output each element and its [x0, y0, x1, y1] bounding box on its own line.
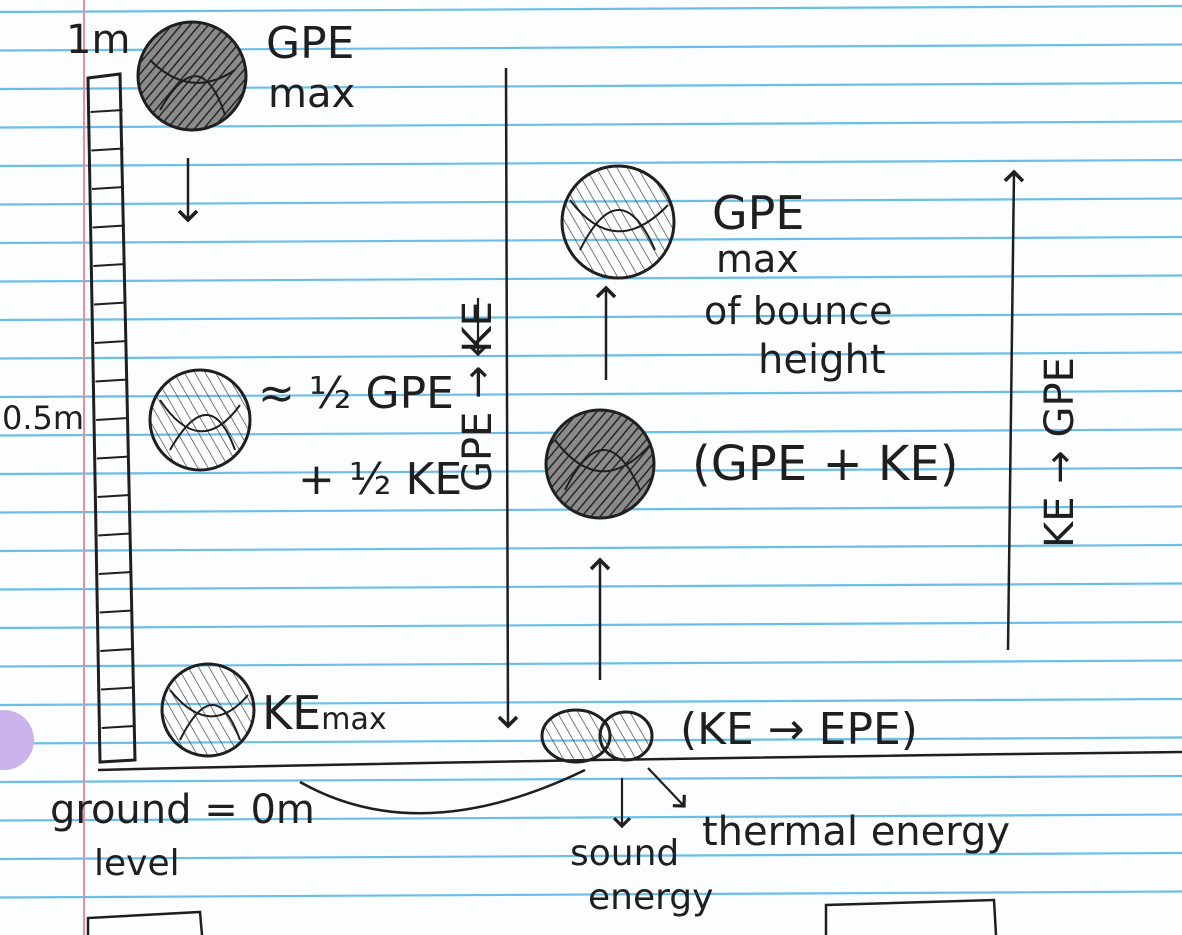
- sound-sub-label: energy: [588, 877, 714, 918]
- ball-icon: [160, 662, 256, 758]
- page-sketch: [86, 910, 204, 935]
- ruler-tick: [91, 186, 125, 190]
- mid-ball-label-b: + ½ KE: [298, 454, 463, 505]
- ball-icon: [544, 408, 656, 520]
- ruler-tick: [94, 340, 128, 344]
- ruler-tick: [101, 725, 135, 729]
- ruler-tick: [98, 571, 132, 575]
- bounce-mid-label: (GPE + KE): [692, 436, 959, 492]
- bounce-top-label: GPE: [712, 186, 805, 240]
- ruled-line: [0, 4, 1182, 14]
- height-mid-label: 0.5m: [2, 399, 85, 437]
- ruler-tick: [98, 532, 131, 537]
- ground-sub-label: level: [94, 843, 180, 884]
- fall-arrow-label: GPE → KE: [455, 301, 501, 492]
- ball-icon: [136, 20, 248, 132]
- ground-label: ground = 0m: [50, 787, 315, 833]
- ruled-line: [0, 158, 1182, 168]
- ruled-line: [0, 813, 1182, 822]
- ruler-tick: [91, 147, 124, 152]
- ruled-line: [0, 274, 1182, 283]
- bottom-ball-main: KE: [262, 686, 322, 740]
- ruled-line: [0, 312, 1182, 322]
- ruled-line: [0, 543, 1182, 553]
- impact-label: (KE → EPE): [680, 704, 918, 755]
- ball-icon: [148, 368, 252, 472]
- arrow-icon: [497, 67, 519, 729]
- ruled-line: [0, 774, 1182, 784]
- ruled-line: [0, 620, 1182, 630]
- ruler-tick: [93, 263, 126, 267]
- ruler-tick: [99, 609, 133, 614]
- ruler-tick: [90, 109, 123, 113]
- thermal-label: thermal energy: [702, 809, 1011, 855]
- height-ruler: [86, 72, 137, 764]
- ruler-tick: [100, 648, 133, 652]
- ruler-tick: [94, 301, 127, 306]
- height-top-label: 1m: [66, 17, 131, 63]
- binder-hole-icon: [0, 710, 34, 770]
- arrow-icon: [1003, 169, 1025, 651]
- top-ball-label: GPE: [266, 18, 355, 69]
- ruled-line: [0, 890, 1182, 899]
- page-sketch: [824, 898, 998, 935]
- ruler-tick: [96, 455, 130, 460]
- bottom-ball-label: KEmax: [262, 690, 387, 736]
- ruler-tick: [96, 417, 129, 421]
- ruler-tick: [92, 224, 125, 229]
- top-ball-sub-label: max: [268, 71, 356, 117]
- sound-label: sound: [570, 833, 680, 874]
- arrow-icon: [647, 767, 686, 808]
- mid-ball-label-a: ≈ ½ GPE: [258, 368, 454, 419]
- ruler-tick: [97, 494, 131, 498]
- ball-icon: [560, 164, 676, 280]
- ruler-tick: [100, 686, 134, 691]
- ball-icon: [540, 708, 654, 764]
- arrow-icon: [299, 768, 586, 815]
- ruled-line: [0, 659, 1182, 668]
- ruler-tick: [95, 378, 128, 383]
- bounce-note2-label: height: [758, 337, 886, 383]
- ruled-line: [0, 851, 1182, 861]
- ruled-line: [0, 351, 1182, 360]
- bounce-top-sub-label: max: [716, 237, 799, 281]
- bounce-note-label: of bounce: [704, 289, 893, 333]
- ruled-line: [0, 582, 1182, 591]
- bottom-ball-sub: max: [321, 702, 387, 737]
- rise-arrow-label: KE → GPE: [1037, 357, 1083, 548]
